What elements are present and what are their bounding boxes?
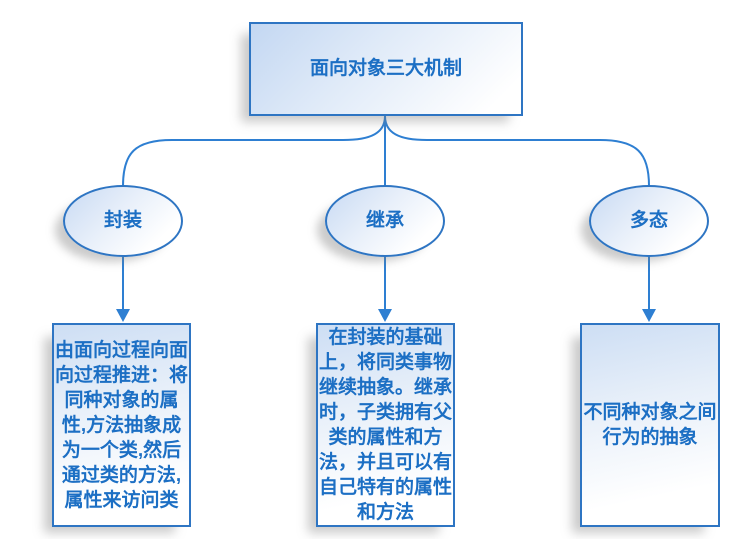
description-text-encapsulation: 由面向过程向面向过程推进：将同种对象的属性,方法抽象成为一个类,然后通过类的方法… [54,339,188,511]
root-node: 面向对象三大机制 [249,22,523,116]
description-text-polymorphism: 不同种对象之间行为的抽象 [583,402,717,448]
down-arrowhead-icon [116,309,130,322]
branch-label-polymorphism: 多态 [629,210,668,231]
branch-node-encapsulation: 封装 [63,185,183,257]
connector-root-to-encapsulation [122,115,386,187]
description-box-encapsulation: 由面向过程向面向过程推进：将同种对象的属性,方法抽象成为一个类,然后通过类的方法… [52,323,191,527]
connector-root-to-polymorphism [384,115,650,187]
description-box-inheritance: 在封装的基础上，将同类事物继续抽象。继承时，子类拥有父类的属性和方法，并且可以有… [316,323,455,527]
description-text-inheritance: 在封装的基础上，将同类事物继续抽象。继承时，子类拥有父类的属性和方法，并且可以有… [318,327,452,523]
root-node-label: 面向对象三大机制 [309,58,462,79]
branch-label-encapsulation: 封装 [103,210,142,231]
down-arrowhead-icon [642,309,656,322]
branch-node-inheritance: 继承 [325,185,445,257]
down-arrowhead-icon [378,309,392,322]
description-box-polymorphism: 不同种对象之间行为的抽象 [580,323,720,527]
branch-label-inheritance: 继承 [365,210,404,231]
branch-node-polymorphism: 多态 [589,185,709,257]
